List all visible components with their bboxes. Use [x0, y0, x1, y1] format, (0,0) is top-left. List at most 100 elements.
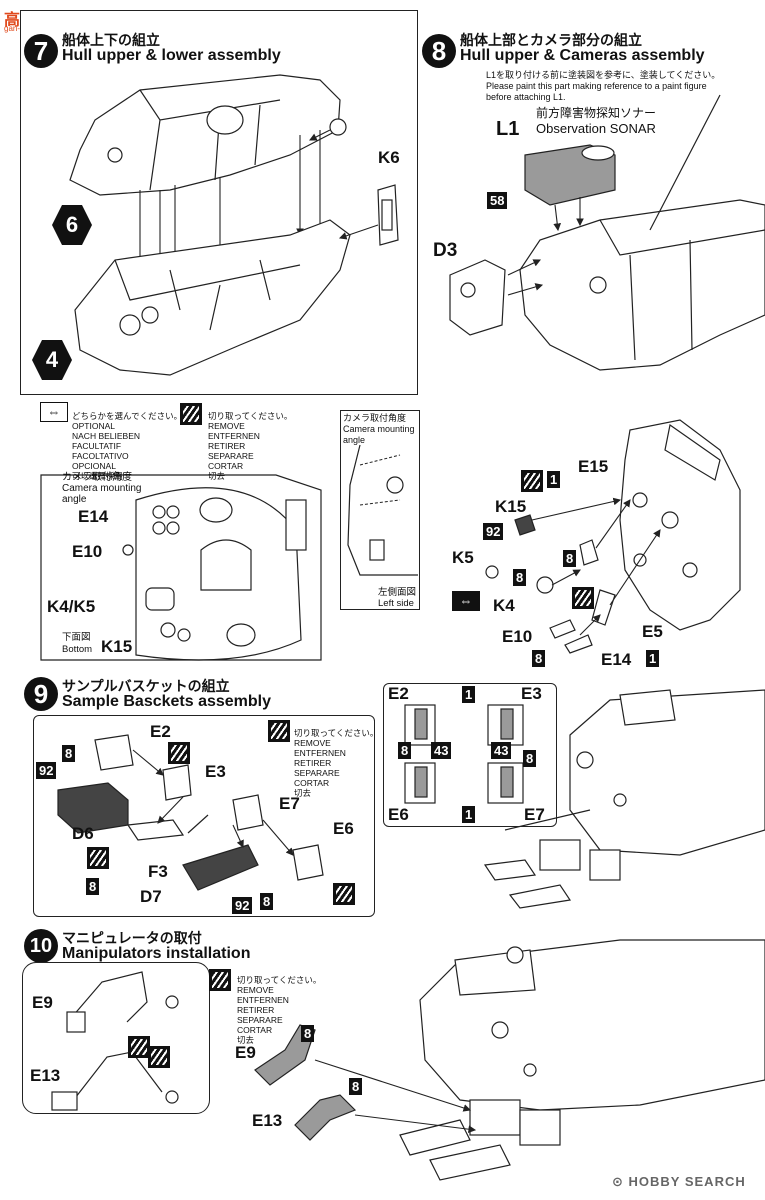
- manipulator-e9-shape: [254, 1024, 316, 1086]
- remove9-line-5: CORTAR: [294, 778, 330, 788]
- basket-d7-shape: [182, 844, 259, 891]
- remove9-line-2: ENTFERNEN: [294, 748, 346, 758]
- remove10-line-2: ENTFERNEN: [237, 995, 289, 1005]
- remove-line-0: 切り取ってください。: [208, 411, 293, 421]
- part-f3-label: F3: [148, 862, 168, 881]
- part-k5-label: K5: [452, 548, 474, 567]
- remove9-line-3: RETIRER: [294, 758, 332, 768]
- detail-paint-1-b: 1: [462, 806, 476, 823]
- detail-paint-43-b: 43: [491, 742, 512, 759]
- part-k6-label: K6: [378, 148, 400, 167]
- detail-paint-43-a: 43: [431, 742, 452, 759]
- step9-title-en: Sample Basckets assembly: [62, 693, 272, 710]
- remove10-line-5: CORTAR: [237, 1025, 273, 1035]
- sonar-label-en: Observation SONAR: [536, 121, 656, 136]
- camera-angle-en-2: angle: [62, 494, 87, 505]
- part-6-callout: 6: [52, 205, 92, 245]
- detail-paint-8-a: 8: [398, 742, 412, 759]
- remove-line-2: ENTFERNEN: [208, 431, 260, 441]
- part-e10-label-detail: E10: [72, 542, 103, 561]
- detail-e6-label: E6: [388, 805, 409, 824]
- paint-tag-1-b: 1: [646, 650, 660, 667]
- step9-title-jp: サンプルバスケットの組立: [62, 678, 230, 694]
- side-view-jp: 左側面図: [378, 587, 417, 598]
- remove-icon-f3: [87, 847, 109, 869]
- remove9-line-1: REMOVE: [294, 738, 331, 748]
- side-angle-en-1: Camera mounting: [343, 424, 415, 434]
- remove-icon-k15: [521, 470, 543, 492]
- step8-number: 8: [422, 34, 456, 68]
- step9-drawing: [57, 734, 324, 891]
- optional-line-1: OPTIONAL: [72, 421, 115, 431]
- side-angle-en-2: angle: [343, 435, 366, 445]
- remove-icon-step9: [268, 720, 290, 742]
- optional-icon: ⇔: [40, 402, 68, 422]
- part-d3-label: D3: [433, 240, 458, 261]
- remove9-line-6: 切去: [294, 788, 312, 798]
- camera-assembly-drawing: [485, 419, 741, 654]
- paint-tag-8-a: 8: [563, 550, 577, 567]
- step10-drawing: [254, 939, 765, 1181]
- remove-line-4: SEPARARE: [208, 451, 254, 461]
- step7-title-jp: 船体上下の組立: [62, 32, 160, 48]
- paint-tag-10-8b: 8: [349, 1078, 363, 1095]
- part-l1-label: L1: [496, 118, 520, 140]
- remove10-line-4: SEPARARE: [237, 1015, 283, 1025]
- remove10-line-0: 切り取ってください。: [237, 975, 322, 985]
- camera-angle-jp: カメラ取付角度: [62, 472, 132, 483]
- camera-angle-en-1: Camera mounting: [62, 483, 142, 494]
- remove-line-3: RETIRER: [208, 441, 246, 451]
- remove9-line-0: 切り取ってください。: [294, 728, 379, 738]
- optional-legend: どちらかを選んでください。 OPTIONAL NACH BELIEBEN FAC…: [72, 401, 182, 481]
- paint-tag-9-8c: 8: [86, 878, 100, 895]
- part-e3-label: E3: [205, 762, 226, 781]
- step8-title-jp: 船体上部とカメラ部分の組立: [460, 32, 642, 48]
- optional-line-3: FACULTATIF: [72, 441, 122, 451]
- remove-line-5: CORTAR: [208, 461, 244, 471]
- d3-part-shape: [449, 259, 506, 336]
- part-k15-label: K15: [495, 497, 527, 516]
- paint-tag-9-92a: 92: [36, 762, 57, 779]
- step10-detail-drawing: [51, 971, 179, 1111]
- step9-detail-drawing: [404, 704, 524, 804]
- remove-icon: [180, 403, 202, 425]
- paint-tag-8-b: 8: [513, 569, 527, 586]
- remove10-line-6: 切去: [237, 1035, 255, 1045]
- watermark-bottom-icon: ⊙: [612, 1174, 629, 1189]
- step10-detail-e13-label: E13: [30, 1066, 61, 1085]
- detail-e2-label: E2: [388, 684, 409, 703]
- detail-e3-label: E3: [521, 684, 542, 703]
- step8-title-en: Hull upper & Cameras assembly: [460, 47, 705, 64]
- remove-icon-e2: [168, 742, 190, 764]
- bottom-view-en: Bottom: [62, 644, 93, 655]
- step10-panel: [22, 962, 210, 1114]
- part-e9-label: E9: [235, 1043, 256, 1062]
- side-view-en: Left side: [378, 598, 414, 609]
- step10-number: 10: [24, 929, 58, 963]
- part-d7-label: D7: [140, 887, 162, 906]
- paint-tag-92: 92: [483, 523, 504, 540]
- step8-hull-shape: [519, 199, 765, 371]
- remove-legend: 切り取ってください。 REMOVE ENTFERNEN RETIRER SEPA…: [208, 401, 292, 481]
- remove10-line-3: RETIRER: [237, 1005, 275, 1015]
- part-d6-label: D6: [72, 824, 94, 843]
- manipulator-e13-shape: [294, 1094, 357, 1141]
- paint-tag-9-92b: 92: [232, 897, 253, 914]
- optional-line-6: 可以選擇採用: [72, 471, 124, 481]
- side-view-drawing: [347, 444, 418, 576]
- optional-line-2: NACH BELIEBEN: [72, 431, 141, 441]
- part-e13-label: E13: [252, 1111, 283, 1130]
- detail-e7-label: E7: [524, 805, 545, 824]
- bottom-view-jp: 下面図: [62, 632, 91, 643]
- remove-legend-step10: 切り取ってください。 REMOVE ENTFERNEN RETIRER SEPA…: [237, 965, 321, 1045]
- part-e2-label: E2: [150, 722, 171, 741]
- watermark-bottom: ⊙ HOBBY SEARCH: [612, 1174, 746, 1190]
- part-e10-label: E10: [502, 627, 533, 646]
- step7-title-en: Hull upper & lower assembly: [62, 47, 281, 64]
- step7-number: 7: [24, 34, 58, 68]
- detail-paint-8-b: 8: [523, 750, 537, 767]
- remove9-line-4: SEPARARE: [294, 768, 340, 778]
- part-k4k5-label-detail: K4/K5: [47, 597, 96, 616]
- side-angle-jp: カメラ取付角度: [343, 413, 407, 423]
- step7-drawing: [69, 74, 399, 376]
